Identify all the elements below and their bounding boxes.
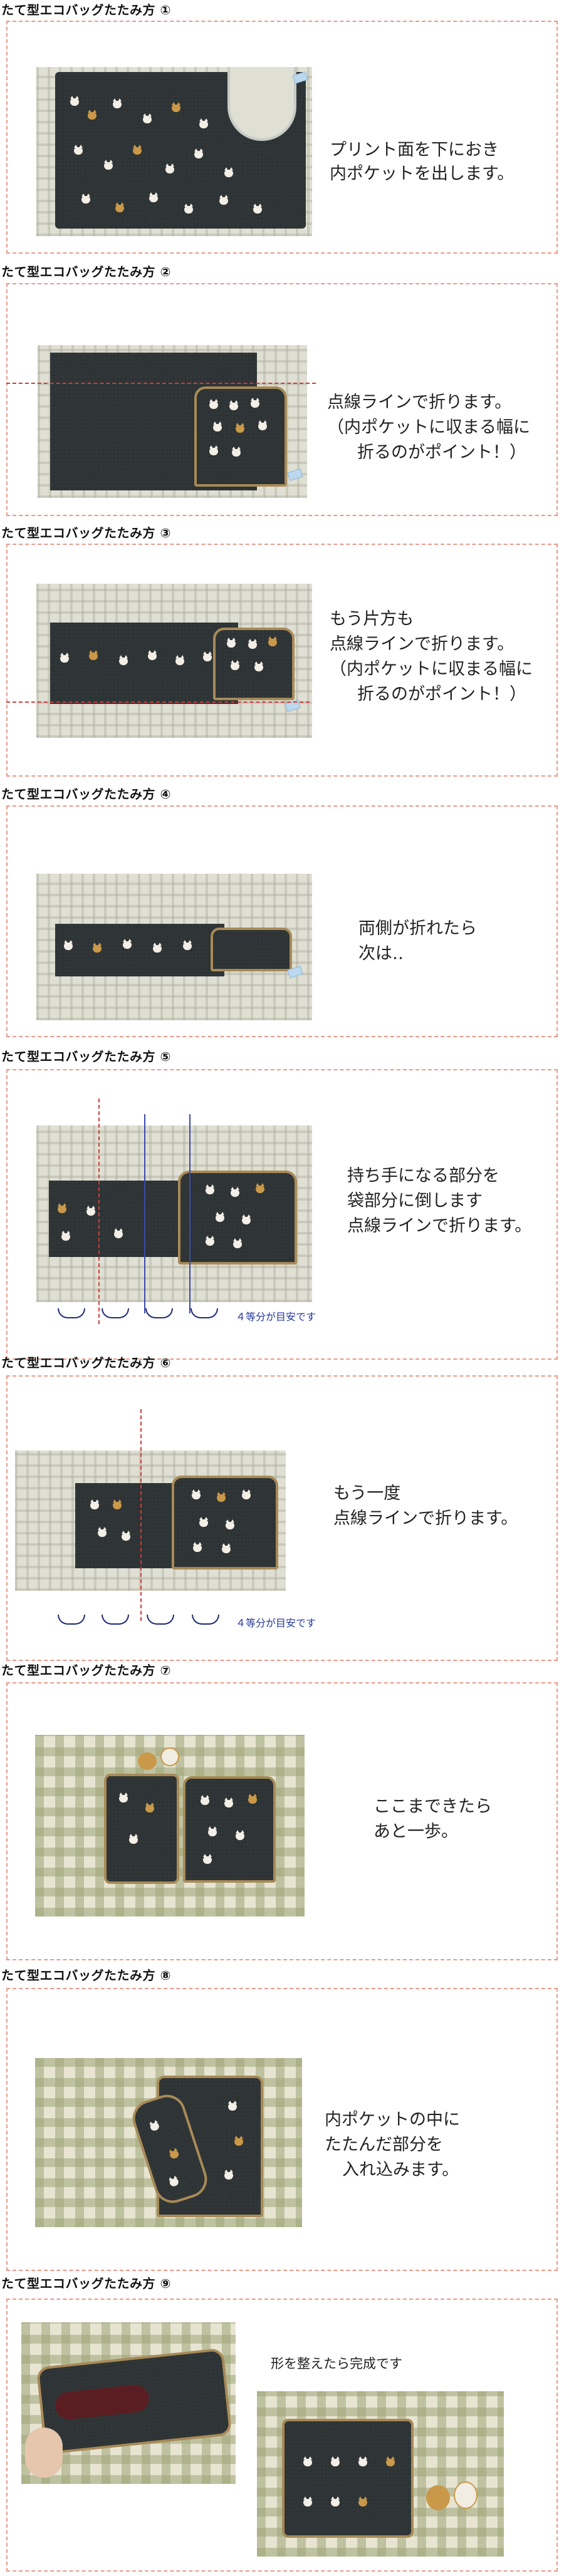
section-1-box: プリント面を下におき 内ポケットを出します。	[6, 21, 558, 254]
section-9-box: 形を整えたら完成です	[6, 2299, 558, 2572]
cat-figurine	[138, 1752, 157, 1770]
handle-folded	[178, 1171, 297, 1265]
section-7-line-1: ここまできたら	[373, 1797, 492, 1816]
bag-finished	[282, 2419, 414, 2538]
section-1-line-1: プリント面を下におき	[330, 140, 499, 160]
section-2-photo	[38, 345, 307, 498]
section-3-line-1: もう片方も	[330, 609, 414, 629]
cat-figurine	[454, 2481, 478, 2509]
section-5-line-3: 点線ラインで折ります。	[347, 1216, 532, 1236]
section-2-line-2: （内ポケットに収まる幅に	[327, 418, 530, 437]
section-3-line-2: 点線ラインで折ります。	[330, 634, 514, 654]
section-9-caption: 形を整えたら完成です	[271, 2356, 402, 2371]
section-4-photo	[36, 874, 312, 1020]
bag-finished-open	[36, 2347, 232, 2455]
cat-figurine	[426, 2485, 450, 2510]
section-5-note: ４等分が目安です	[236, 1311, 316, 1323]
bag	[50, 623, 238, 704]
section-1-line-2: 内ポケットを出します。	[330, 164, 514, 184]
section-3-line-3: （内ポケットに収まる幅に	[330, 660, 533, 679]
bag-opening	[227, 67, 296, 141]
section-5-box: ４等分が目安です 持ち手になる部分を 袋部分に倒します 点線ラインで折ります。	[6, 1069, 558, 1360]
section-6-box: ４等分が目安です もう一度 点線ラインで折ります。	[6, 1375, 558, 1661]
section-8-line-2: たたんだ部分を	[325, 2135, 443, 2154]
guide-line	[189, 1114, 191, 1313]
section-8-line-3: 入れ込みます。	[342, 2160, 459, 2180]
section-5-photo	[36, 1125, 312, 1302]
section-8-line-1: 内ポケットの中に	[325, 2110, 460, 2129]
section-9-photo-2	[257, 2391, 504, 2557]
section-3-photo	[36, 584, 312, 738]
quarter-arc	[58, 1308, 85, 1318]
section-6-title: たて型エコバッグたたみ方 ⑥	[1, 1355, 171, 1370]
section-2-title: たて型エコバッグたたみ方 ②	[1, 264, 171, 279]
inner-pocket	[211, 928, 292, 971]
quarter-arc	[58, 1615, 85, 1625]
section-4-box: 両側が折れたら 次は‥	[6, 805, 558, 1037]
inner-pocket	[194, 386, 287, 487]
quarter-arc	[191, 1308, 218, 1318]
section-9-photo-1	[21, 2322, 236, 2484]
section-8-title: たて型エコバッグたたみ方 ⑧	[1, 1968, 171, 1983]
section-5-line-2: 袋部分に倒します	[347, 1191, 483, 1211]
section-4-title: たて型エコバッグたたみ方 ④	[1, 787, 171, 802]
section-4-line-1: 両側が折れたら	[358, 919, 477, 938]
section-2-line-3: 折るのがポイント！）	[357, 443, 526, 462]
quarter-arc	[192, 1615, 219, 1625]
inner-pocket	[183, 1776, 276, 1883]
section-7-photo	[35, 1735, 305, 1916]
section-5-title: たて型エコバッグたたみ方 ⑤	[1, 1049, 171, 1064]
quarter-arc	[147, 1615, 174, 1625]
section-1-title: たて型エコバッグたたみ方 ①	[1, 3, 171, 18]
section-7-line-2: あと一歩。	[373, 1822, 458, 1841]
section-1-photo	[36, 67, 312, 236]
section-9-title: たて型エコバッグたたみ方 ⑨	[1, 2276, 171, 2291]
section-5-line-1: 持ち手になる部分を	[347, 1166, 499, 1186]
bag	[55, 67, 306, 229]
hand	[25, 2428, 63, 2478]
section-6-line-1: もう一度	[333, 1484, 401, 1503]
section-7-box: ここまできたら あと一歩。	[6, 1682, 558, 1960]
section-7-title: たて型エコバッグたたみ方 ⑦	[1, 1663, 171, 1678]
section-4-line-2: 次は‥	[358, 944, 404, 963]
inner-pocket	[213, 628, 295, 700]
section-2-line-1: 点線ラインで折ります。	[327, 393, 512, 412]
section-6-photo	[15, 1451, 286, 1591]
quarter-arc	[102, 1308, 129, 1318]
section-3-title: たて型エコバッグたたみ方 ③	[1, 525, 171, 541]
section-8-box: 内ポケットの中に たたんだ部分を 入れ込みます。	[6, 1988, 558, 2271]
label-tag	[287, 468, 303, 482]
section-3-line-4: 折るのがポイント！）	[357, 685, 526, 704]
inner-pocket	[172, 1476, 278, 1570]
section-6-line-2: 点線ラインで折ります。	[333, 1509, 518, 1528]
fold-line	[140, 1409, 142, 1621]
section-6-note: ４等分が目安です	[236, 1617, 316, 1629]
section-8-photo	[35, 2058, 302, 2227]
section-2-box: 点線ラインで折ります。 （内ポケットに収まる幅に 折るのがポイント！）	[6, 283, 558, 516]
guide-line	[144, 1114, 145, 1313]
fold-line	[6, 701, 310, 703]
bag	[55, 924, 224, 976]
section-3-box: もう片方も 点線ラインで折ります。 （内ポケットに収まる幅に 折るのがポイント！…	[6, 544, 558, 777]
quarter-arc	[145, 1308, 173, 1318]
pocket-lining	[53, 2383, 150, 2421]
bag-rolled	[104, 1774, 179, 1884]
fold-line	[98, 1099, 100, 1324]
fold-line	[6, 383, 316, 384]
cat-figurine	[160, 1747, 179, 1766]
quarter-arc	[102, 1615, 129, 1625]
